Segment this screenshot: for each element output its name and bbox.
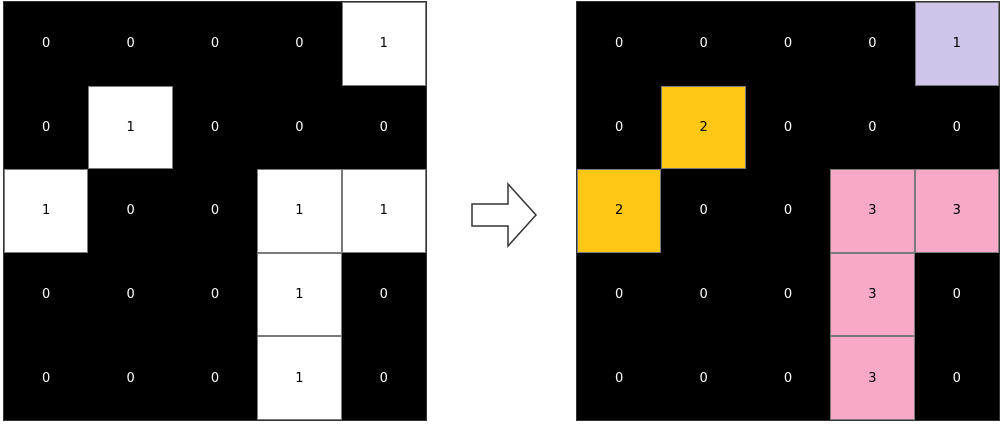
grid-cell: 0 (210, 370, 220, 386)
grid-cell: 0 (699, 36, 708, 52)
grid-cell: 0 (615, 287, 624, 303)
grid-cell: 0 (126, 203, 135, 219)
grid-cell: 0 (783, 203, 793, 219)
grid-cell: 0 (868, 36, 877, 52)
grid-cell: 0 (210, 203, 220, 219)
grid-cell: 0 (379, 287, 388, 303)
grid-cell: 0 (210, 287, 220, 303)
grid-cell: 2 (661, 85, 746, 170)
grid-cell: 0 (783, 370, 793, 386)
grid-cell: 3 (830, 169, 915, 253)
grid-cell: 0 (699, 203, 708, 219)
grid-cell: 1 (341, 169, 426, 253)
grid-cell: 1 (4, 169, 89, 253)
grid-cell: 0 (379, 119, 388, 135)
grid-cell: 0 (379, 370, 388, 386)
grid-cell: 0 (699, 370, 708, 386)
grid-cell: 0 (783, 119, 793, 135)
grid-cell: 3 (830, 252, 915, 337)
grid-cell: 0 (210, 119, 220, 135)
grid-cell: 0 (699, 287, 708, 303)
grid-cell: 1 (914, 2, 999, 86)
grid-cell: 0 (783, 36, 793, 52)
grid-cell: 3 (830, 336, 915, 420)
grid-cell: 0 (952, 119, 961, 135)
grid-cell: 0 (615, 119, 624, 135)
grid-cell: 0 (615, 36, 624, 52)
grid-cell: 0 (126, 36, 135, 52)
grid-cell: 0 (42, 36, 51, 52)
grid-cell: 0 (783, 287, 793, 303)
grid-cell: 2 (577, 169, 662, 253)
grid-cell: 3 (914, 169, 999, 253)
right-arrow-icon (471, 182, 538, 248)
grid-cell: 1 (257, 169, 342, 253)
grid-cell: 0 (42, 370, 51, 386)
grid-cell: 0 (126, 287, 135, 303)
grid-cell: 0 (615, 370, 624, 386)
grid-cell: 1 (257, 252, 342, 337)
grid-cell: 1 (88, 85, 173, 170)
grid-cell: 1 (257, 336, 342, 420)
grid-cell: 0 (952, 370, 961, 386)
grid-cell: 0 (126, 370, 135, 386)
grid-cell: 0 (952, 287, 961, 303)
grid-cell: 0 (868, 119, 877, 135)
grid-cell: 0 (42, 119, 51, 135)
grid-cell: 0 (210, 36, 220, 52)
grid-cell: 1 (341, 2, 426, 86)
grid-cell: 0 (42, 287, 51, 303)
grid-cell: 0 (295, 119, 304, 135)
grid-cell: 0 (295, 36, 304, 52)
